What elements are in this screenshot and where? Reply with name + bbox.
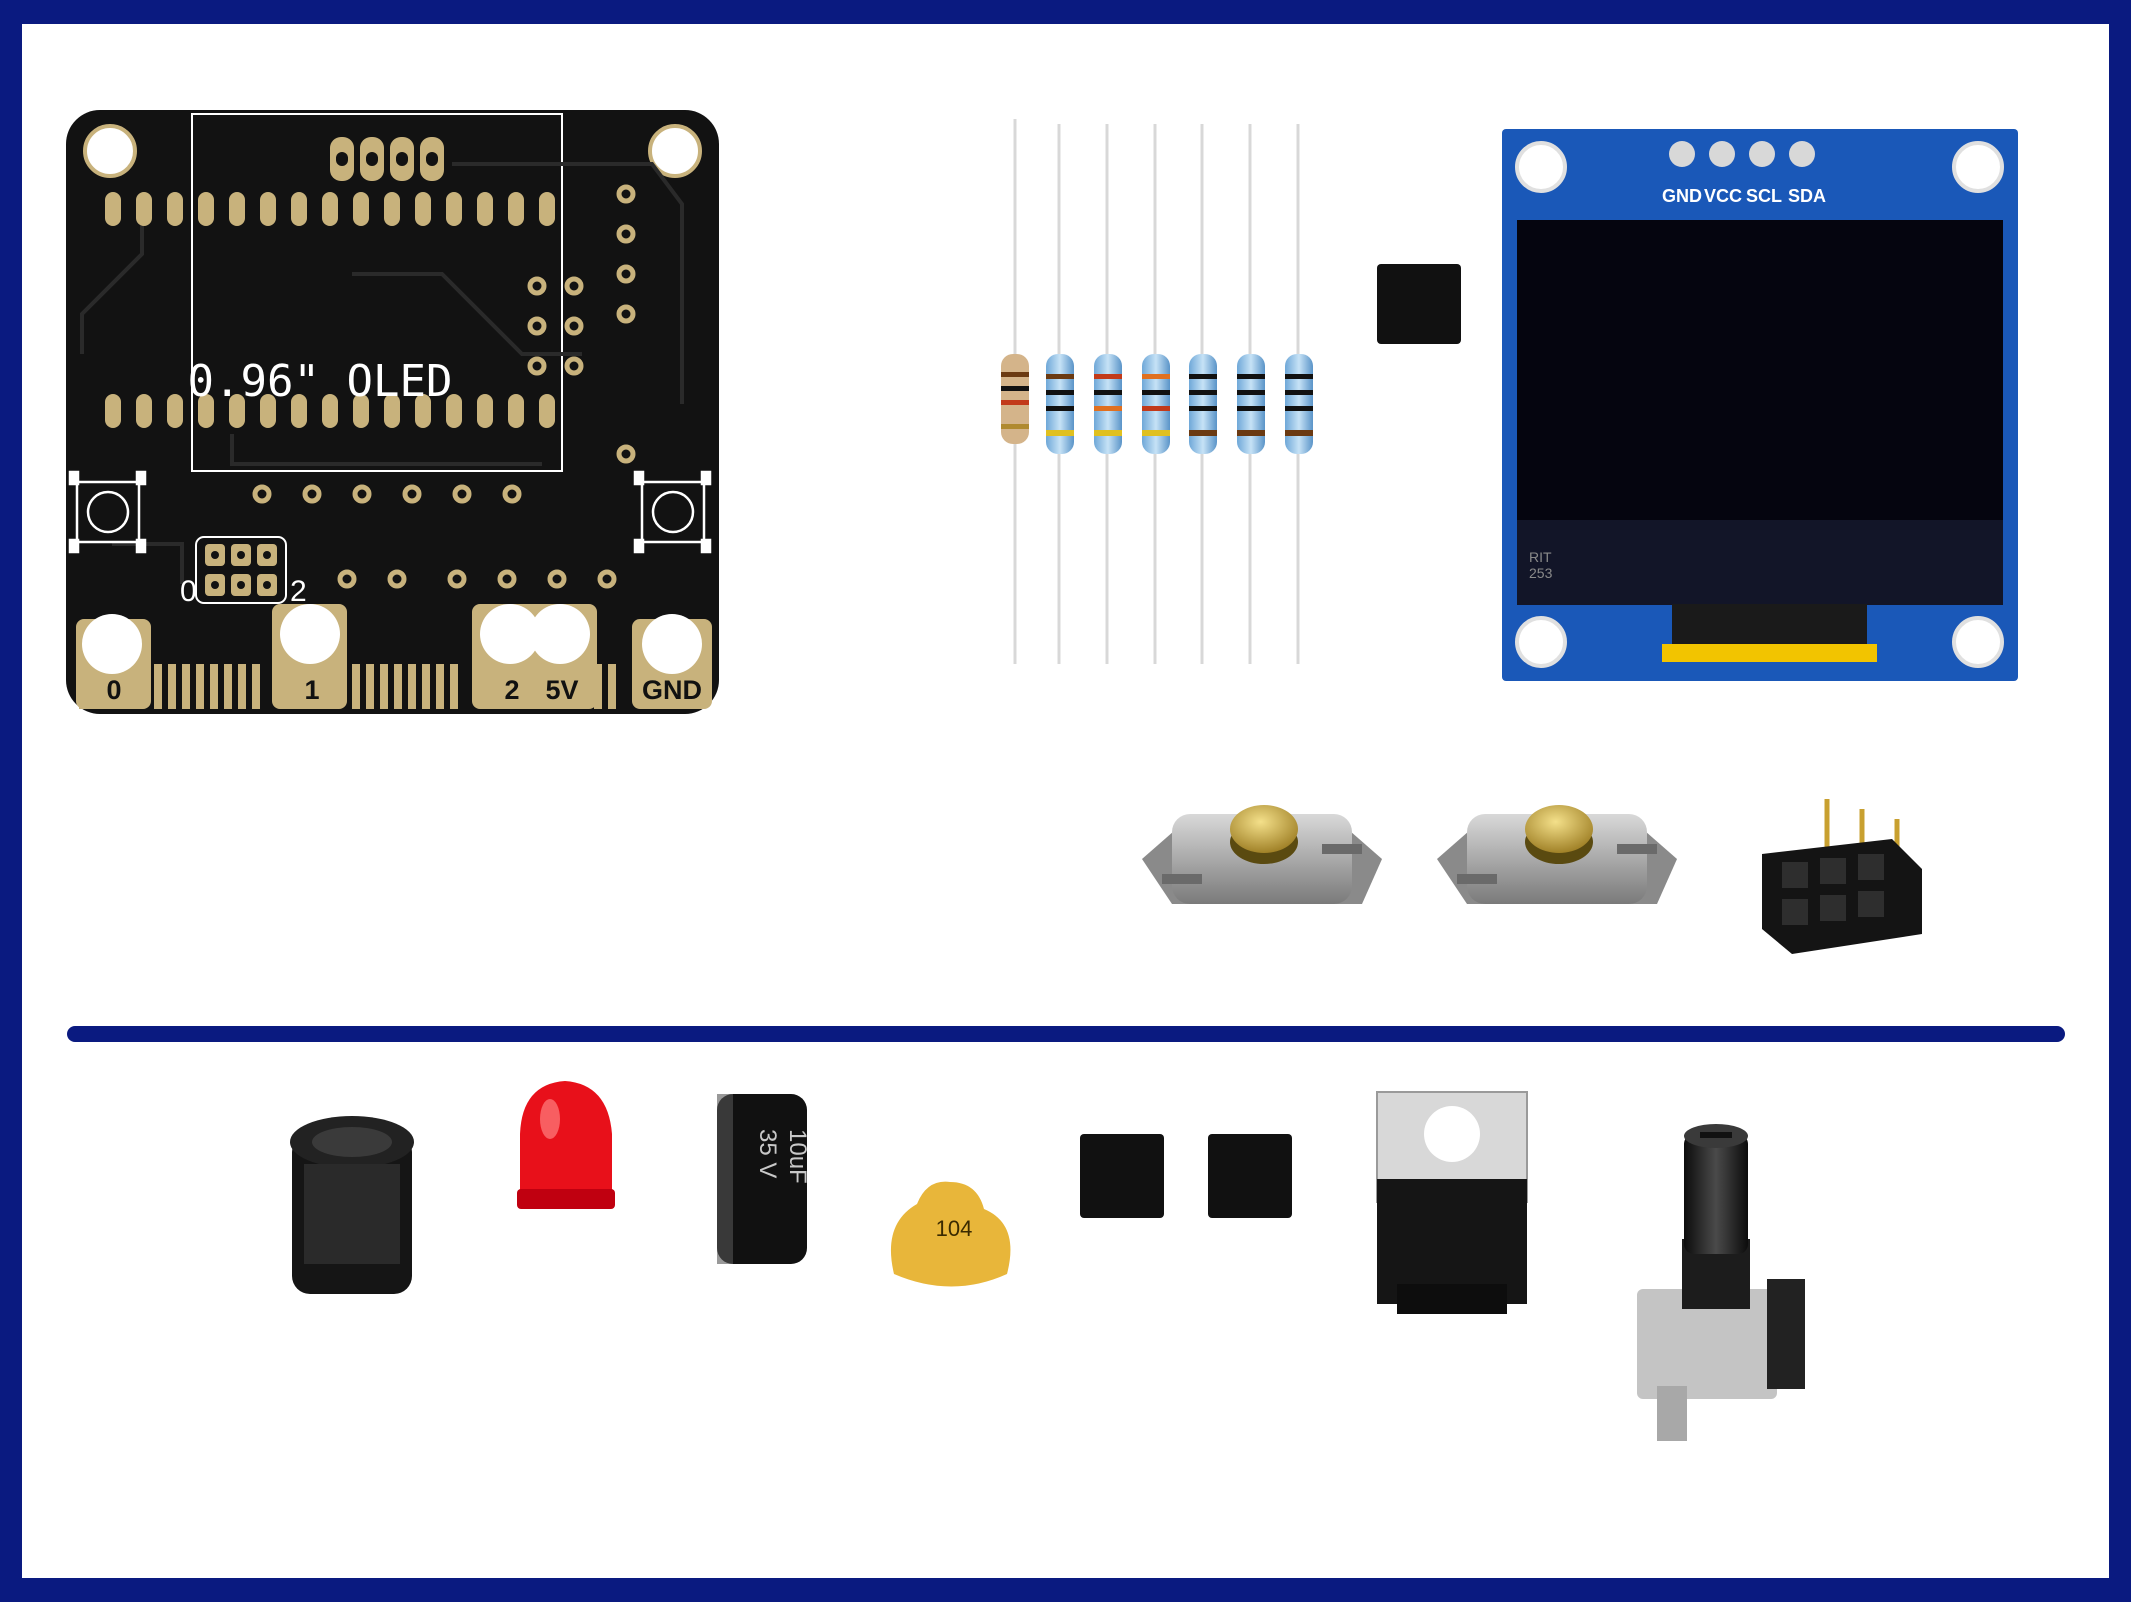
oled-header-pads bbox=[330, 137, 444, 181]
edge-connector: 0 1 2 5V GND bbox=[76, 604, 712, 709]
resistor-blue-2 bbox=[1094, 354, 1122, 454]
inductor bbox=[290, 1116, 414, 1479]
ceramic-cap-marking: 104 bbox=[936, 1216, 973, 1241]
tactile-switch-2 bbox=[1437, 805, 1677, 904]
section-divider bbox=[67, 1026, 2065, 1042]
pcb-silk-label: 0.96" OLED bbox=[188, 356, 453, 407]
edge-pad-label-5v: 5V bbox=[545, 675, 578, 705]
oled-pin-sda: SDA bbox=[1788, 186, 1826, 206]
oled-marking-1: RIT bbox=[1529, 549, 1552, 565]
via-pads bbox=[252, 184, 636, 589]
ecap-marking-value: 10uF bbox=[784, 1129, 811, 1184]
resistor-blue-5 bbox=[1237, 354, 1265, 454]
oled-pin-headers bbox=[1669, 141, 1815, 167]
to92-transistor-top bbox=[1377, 264, 1461, 616]
oled-pin-vcc: VCC bbox=[1704, 186, 1742, 206]
resistor-blue-4 bbox=[1189, 354, 1217, 454]
resistors bbox=[1001, 119, 1313, 664]
resistor-brown bbox=[1001, 354, 1029, 444]
ceramic-capacitor: 104 bbox=[890, 1181, 1011, 1444]
edge-pad-label-2: 2 bbox=[504, 675, 519, 705]
female-header-2x3 bbox=[1762, 799, 1922, 954]
component-kit-photo: 0 2 0.96" OLED bbox=[66, 110, 2065, 1554]
pad-row-bottom bbox=[105, 394, 555, 428]
oled-marking-2: 253 bbox=[1529, 565, 1553, 581]
button-footprint-right bbox=[633, 470, 712, 554]
ecap-marking-voltage: 35 V bbox=[754, 1129, 781, 1178]
to92-transistor-bottom-1 bbox=[1080, 1134, 1164, 1489]
oled-pin-scl: SCL bbox=[1746, 186, 1782, 206]
to220-regulator bbox=[1376, 1091, 1528, 1509]
button-footprint-left bbox=[68, 470, 147, 554]
oled-pin-gnd: GND bbox=[1662, 186, 1702, 206]
product-photo-frame: 0 2 0.96" OLED bbox=[22, 24, 2109, 1578]
resistor-blue-6 bbox=[1285, 354, 1313, 454]
pcb-board: 0 2 0.96" OLED bbox=[66, 110, 719, 714]
potentiometer bbox=[1637, 1124, 1811, 1441]
edge-pad-label-gnd: GND bbox=[642, 675, 702, 705]
edge-pad-label-0: 0 bbox=[106, 675, 121, 705]
edge-pad-label-1: 1 bbox=[304, 675, 319, 705]
tactile-switch-1 bbox=[1142, 805, 1382, 904]
jumper-label-right: 2 bbox=[290, 575, 307, 608]
to92-transistor-bottom-2 bbox=[1208, 1134, 1292, 1489]
pad-row-top bbox=[105, 192, 555, 226]
resistor-blue-3 bbox=[1142, 354, 1170, 454]
red-led bbox=[517, 1081, 615, 1534]
electrolytic-capacitor: 10uF 35 V bbox=[717, 1094, 811, 1554]
oled-screen bbox=[1517, 220, 2003, 520]
resistor-blue-1 bbox=[1046, 354, 1074, 454]
oled-display-module: GND VCC SCL SDA RIT 253 bbox=[1502, 129, 2018, 681]
jumper-label-left: 0 bbox=[180, 575, 197, 608]
jumper-block bbox=[195, 536, 287, 604]
